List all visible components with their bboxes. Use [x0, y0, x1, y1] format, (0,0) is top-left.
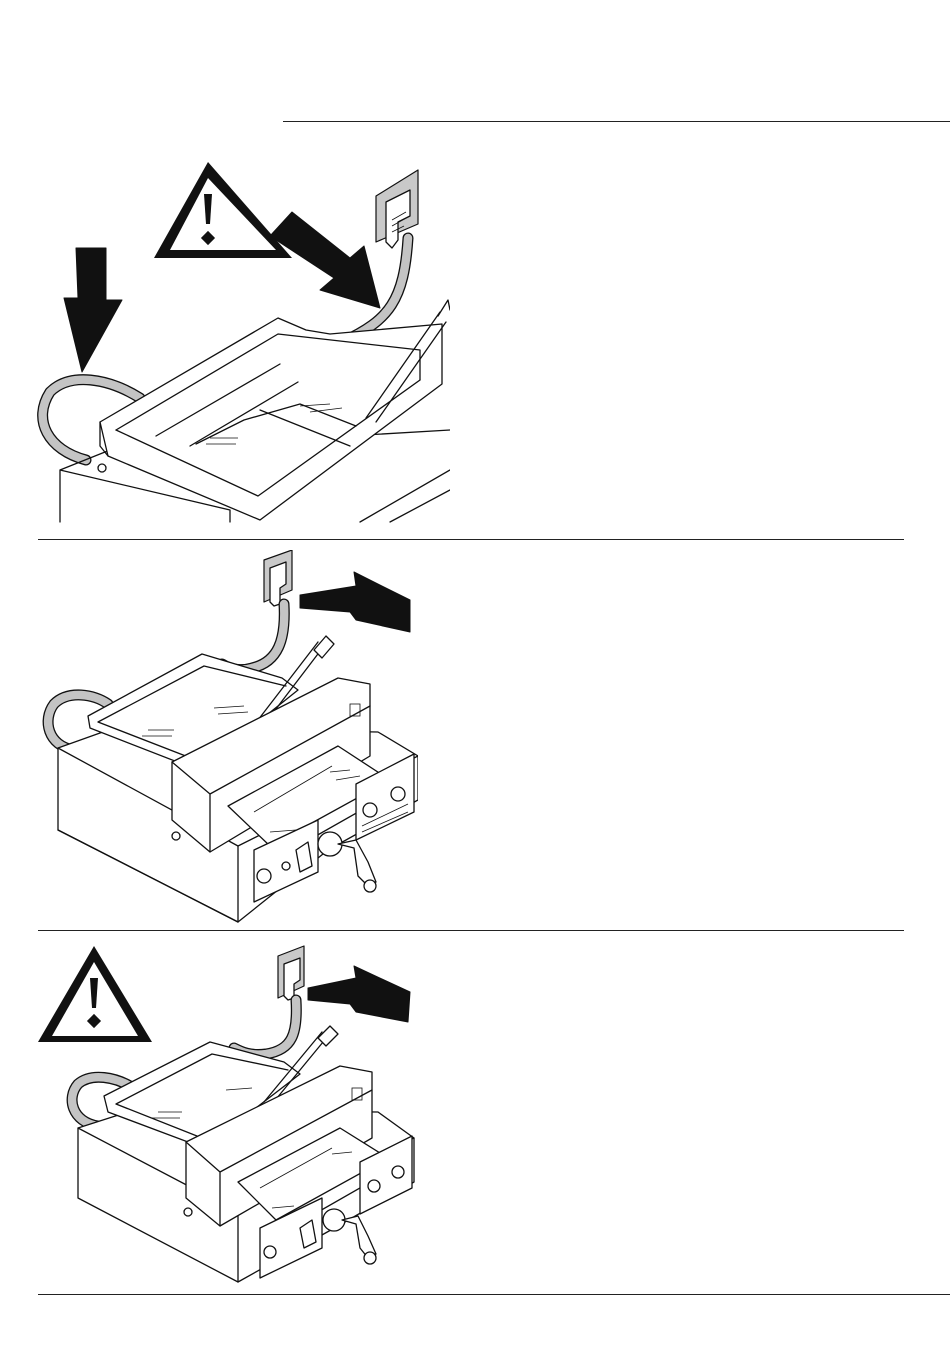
section-divider-3: [38, 1294, 950, 1295]
header-rule: [283, 121, 950, 122]
figure-3-machine-warning: [38, 942, 418, 1287]
power-plug-icon: [278, 946, 304, 1000]
arrow-icon: [270, 212, 380, 308]
section-divider-2: [38, 930, 904, 931]
warning-triangle-icon: [154, 162, 292, 258]
arrow-icon: [308, 966, 410, 1022]
figure-1-rear-table-closeup: [30, 150, 450, 525]
power-plug-icon: [264, 550, 292, 606]
warning-triangle-icon: [38, 946, 152, 1042]
arrow-icon: [300, 572, 410, 632]
section-divider-1: [38, 539, 904, 540]
figure-2-machine-plug-connect: [38, 550, 418, 925]
arrow-icon: [64, 248, 122, 372]
